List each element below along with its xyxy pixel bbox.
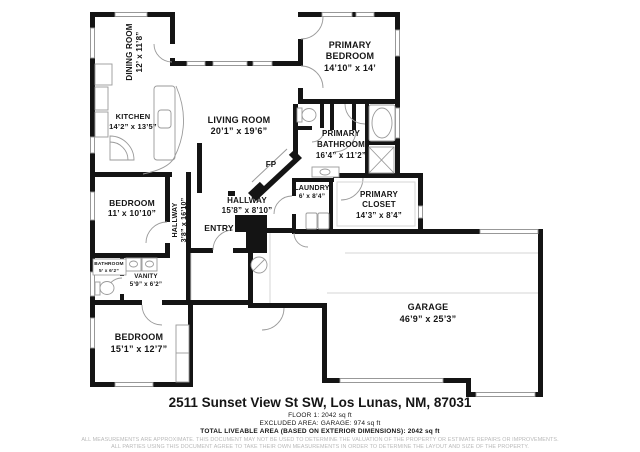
footer: 2511 Sunset View St SW, Los Lunas, NM, 8… bbox=[81, 395, 558, 450]
entry-name: ENTRY bbox=[204, 223, 234, 233]
bedroom-south-dims: 15’1” x 12’7” bbox=[111, 344, 168, 354]
bathroom-small-dims: 5’ x 6’2” bbox=[99, 268, 119, 274]
disclaimer-line-2: ALL PARTIES USING THIS DOCUMENT AGREE TO… bbox=[111, 444, 529, 450]
water-heater-line bbox=[252, 258, 266, 272]
excluded-area-line: EXCLUDED AREA: GARAGE: 974 sq ft bbox=[260, 420, 381, 427]
tub bbox=[371, 107, 393, 139]
pbed-dims: 14’10” x 14’ bbox=[324, 63, 376, 73]
dining-name: DINING ROOM bbox=[125, 23, 134, 80]
bathroom-small-name: BATHROOM bbox=[94, 261, 124, 267]
kitchen-counter bbox=[94, 86, 109, 111]
dryer bbox=[317, 212, 330, 230]
wc-toilet-bowl bbox=[301, 108, 317, 122]
hallway-side-name: HALLWAY bbox=[172, 202, 179, 237]
door-arcs bbox=[105, 16, 366, 331]
island-bar-curve bbox=[142, 85, 184, 175]
wc-toilet-tank bbox=[296, 107, 303, 123]
island-sink bbox=[157, 109, 172, 129]
fireplace-hearth-line bbox=[251, 148, 288, 183]
laundry-dims: 6’ x 8’4” bbox=[299, 193, 325, 200]
faint-lines bbox=[190, 181, 538, 303]
bedroom3-closet bbox=[175, 324, 190, 383]
room-label-hallway-side: HALLWAY 3’8” x 16’10” bbox=[172, 198, 188, 243]
fixtures bbox=[94, 63, 396, 383]
vanity-name: VANITY bbox=[134, 273, 158, 280]
pbed-name2: BEDROOM bbox=[326, 51, 374, 61]
pbath-sink bbox=[319, 168, 331, 176]
pbath-name2: BATHROOM bbox=[317, 140, 365, 149]
hallway-main-name: HALLWAY bbox=[227, 196, 267, 205]
laundry-name: LAUNDRY bbox=[294, 185, 329, 192]
room-labels: DINING ROOM 12’ x 11’8” KITCHEN 14’2” x … bbox=[94, 23, 456, 354]
shower-x2 bbox=[368, 146, 395, 174]
bedroom-west-dims: 11’ x 10’10” bbox=[108, 208, 156, 218]
room-label-dining: DINING ROOM 12’ x 11’8” bbox=[125, 23, 144, 80]
windows bbox=[90, 12, 539, 397]
dining-dims: 12’ x 11’8” bbox=[135, 32, 144, 73]
living-dims: 20’1” x 19’6” bbox=[211, 126, 268, 136]
hallway-side-dims: 3’8” x 16’10” bbox=[181, 198, 188, 243]
pcloset-dims: 14’3” x 8’4” bbox=[356, 211, 402, 220]
pcloset-name2: CLOSET bbox=[362, 200, 396, 209]
garage-dims: 46’9” x 25’3” bbox=[400, 314, 457, 324]
vanity-dims: 5’9” x 6’2” bbox=[130, 281, 162, 288]
fireplace-firebox bbox=[257, 152, 293, 186]
pbed-name1: PRIMARY bbox=[329, 40, 372, 50]
pbath-dims: 16’4” x 11’2” bbox=[316, 151, 366, 160]
pbath-name1: PRIMARY bbox=[322, 129, 360, 138]
fridge bbox=[94, 63, 113, 86]
bath2-toilet-bowl bbox=[99, 281, 115, 295]
floor-area-line: FLOOR 1: 2042 sq ft bbox=[288, 412, 352, 419]
garage-name: GARAGE bbox=[408, 302, 449, 312]
hallway-main-dims: 15’8” x 8’10” bbox=[222, 206, 273, 215]
pcloset-name1: PRIMARY bbox=[360, 190, 398, 199]
closet-shelving bbox=[336, 181, 416, 227]
vanity-basin-left bbox=[129, 260, 138, 268]
kitchen-dims: 14’2” x 13’5” bbox=[109, 122, 157, 131]
bedroom-west-name: BEDROOM bbox=[109, 198, 155, 208]
washer bbox=[305, 212, 318, 230]
kitchen-name: KITCHEN bbox=[116, 112, 151, 121]
corner-pantry-arc bbox=[109, 141, 129, 161]
address-line: 2511 Sunset View St SW, Los Lunas, NM, 8… bbox=[169, 395, 472, 410]
total-area-line: TOTAL LIVEABLE AREA (BASED ON EXTERIOR D… bbox=[200, 428, 440, 435]
bath2-toilet-tank bbox=[94, 281, 101, 296]
disclaimer-line-1: ALL MEASUREMENTS ARE APPROXIMATE. THIS D… bbox=[81, 437, 558, 443]
kitchen-range bbox=[94, 111, 109, 138]
bedroom-south-name: BEDROOM bbox=[115, 332, 163, 342]
fireplace-label: FP bbox=[266, 160, 277, 169]
bathroom-label-box bbox=[92, 258, 127, 276]
vanity-basin-right bbox=[145, 260, 154, 268]
living-name: LIVING ROOM bbox=[208, 115, 271, 125]
